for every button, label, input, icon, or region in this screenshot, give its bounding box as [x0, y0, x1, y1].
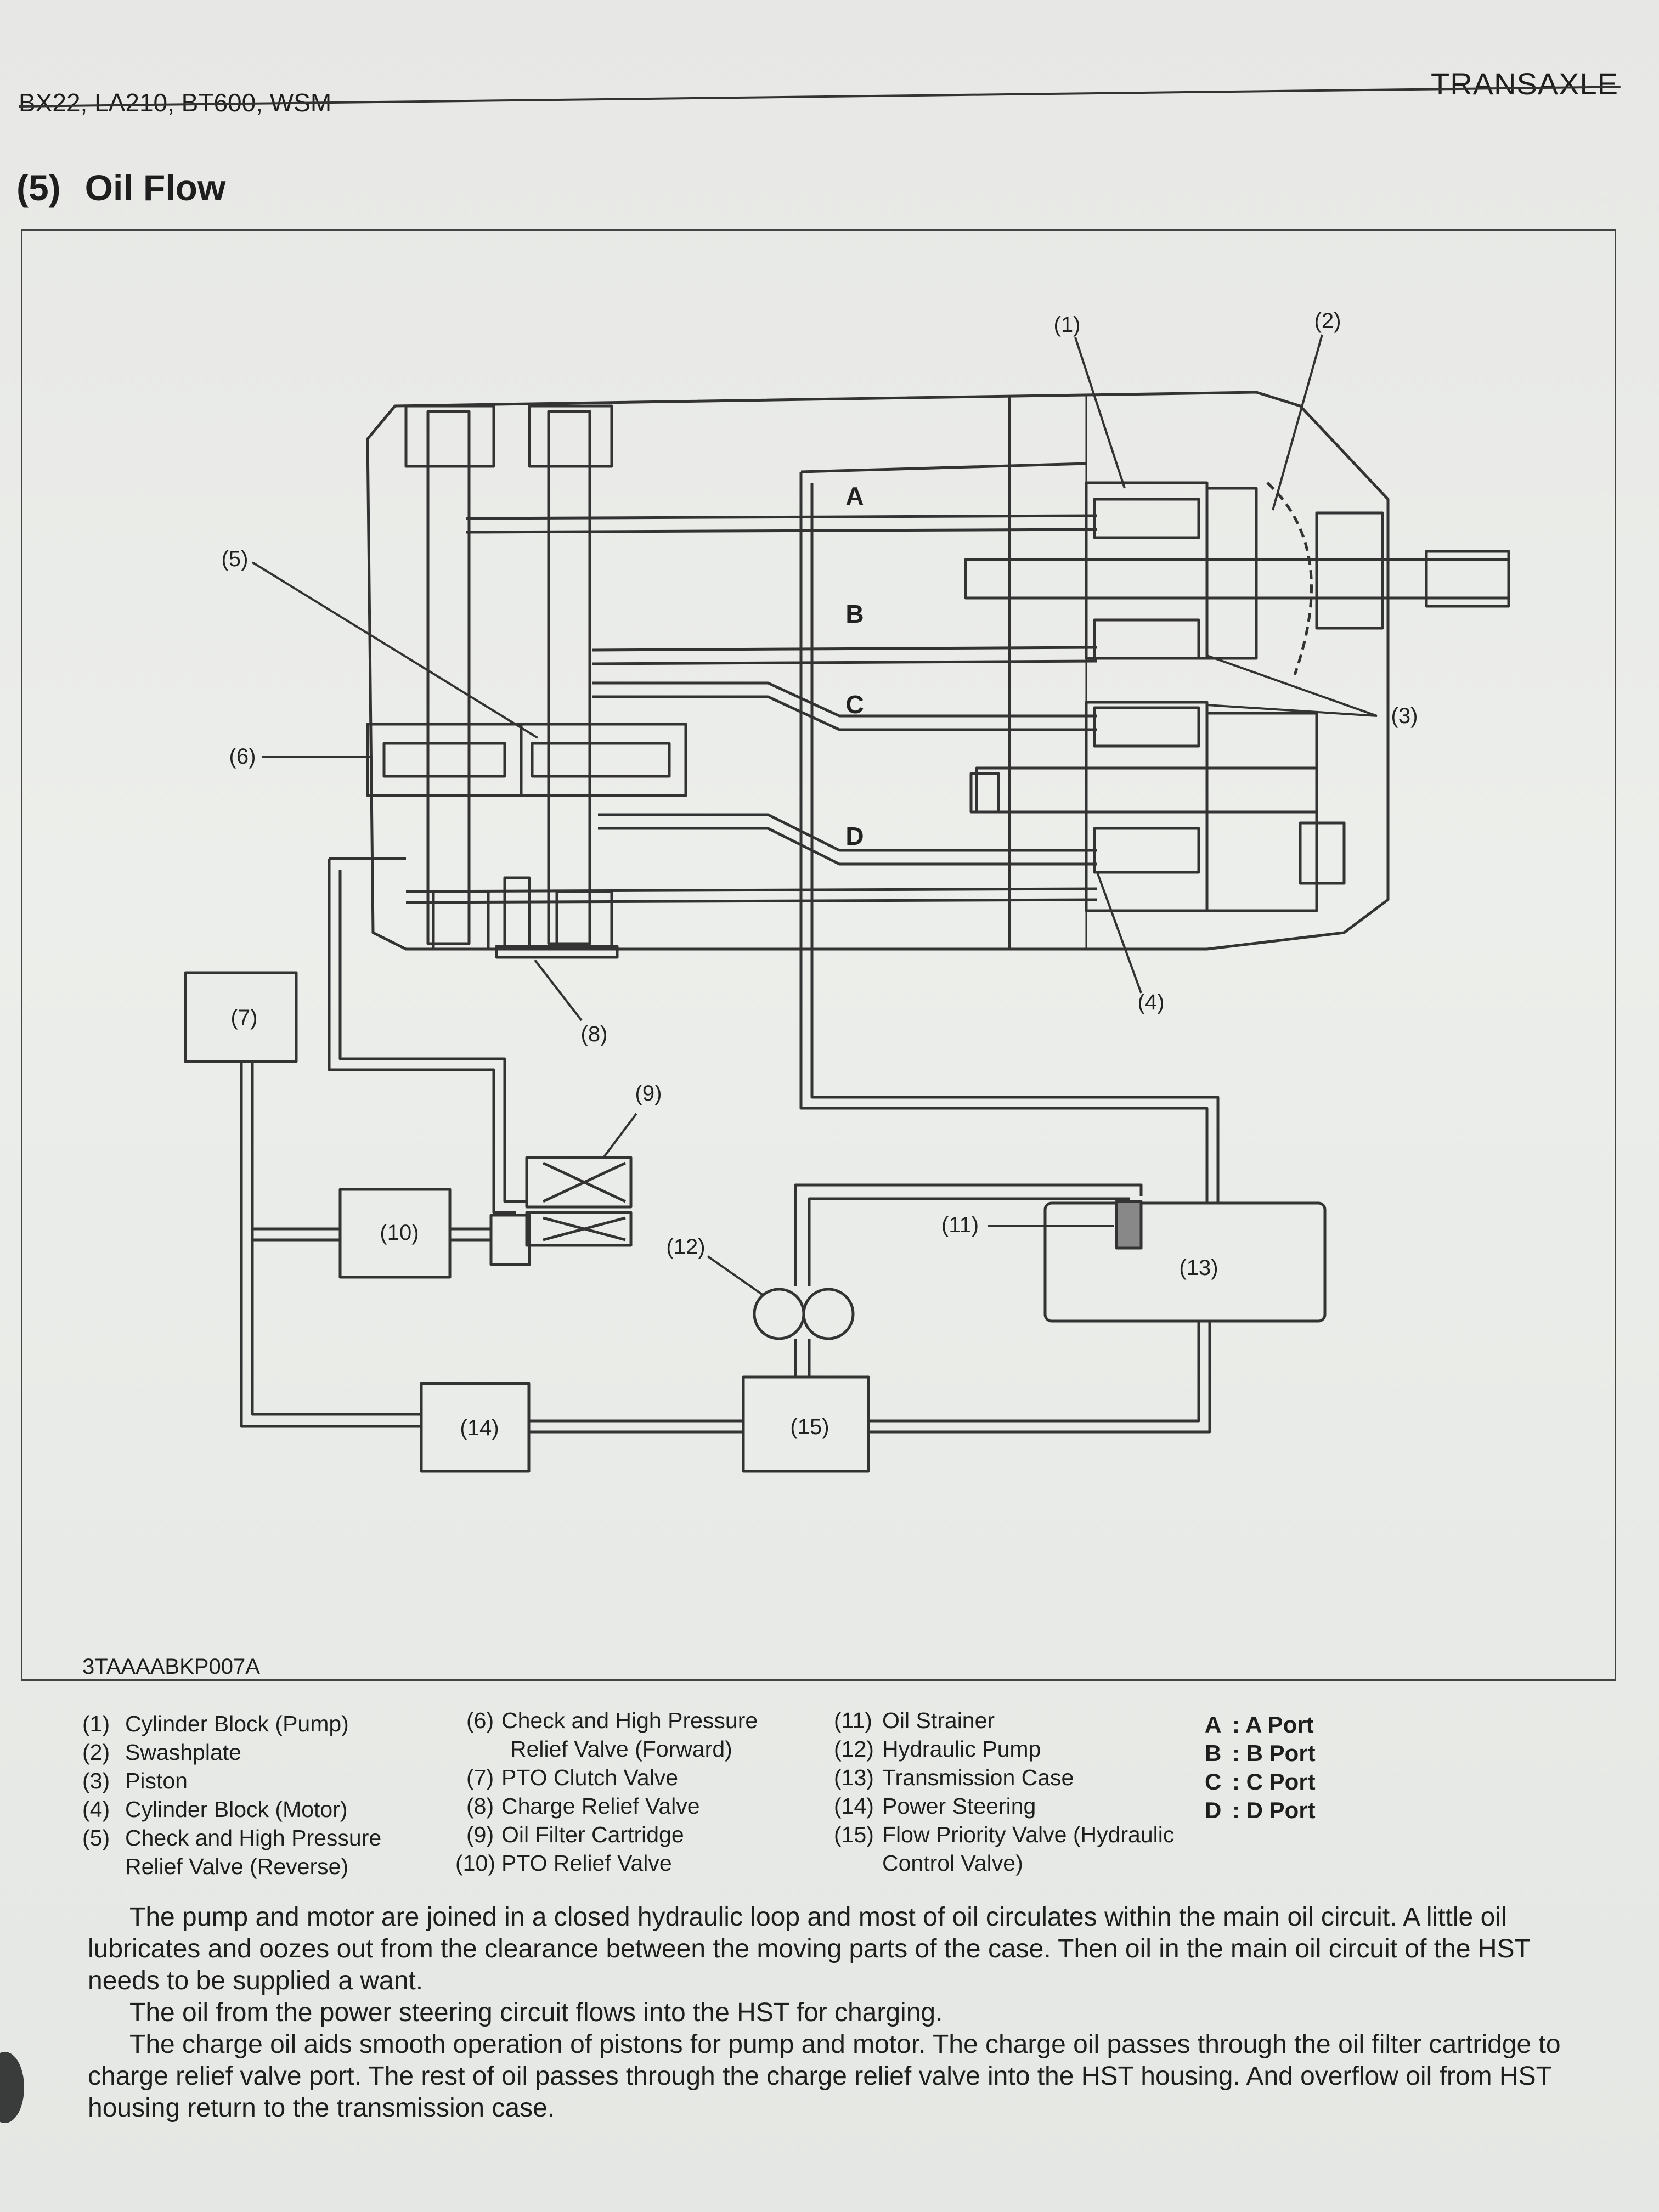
body-paragraph-3: The charge oil aids smooth operation of …	[88, 2030, 1561, 2123]
port-c-label: C	[845, 690, 864, 719]
hydraulic-pump-gear-left	[753, 1288, 805, 1340]
section-title: (5) Oil Flow	[16, 167, 225, 208]
box-flow-priority-valve	[742, 1375, 870, 1473]
bore-left	[426, 410, 471, 945]
legend-item: (11)Oil Strainer	[834, 1708, 995, 1733]
callout-8: (8)	[581, 1022, 608, 1046]
callout-14: (14)	[460, 1416, 499, 1440]
callout-2: (2)	[1314, 309, 1341, 333]
oil-strainer	[1115, 1200, 1143, 1250]
cylinder-block-pump	[1085, 481, 1209, 660]
port-legend: A: A Port B: B Port C: C Port D: D Port	[1205, 1711, 1316, 1825]
header-models: BX22, LA210, BT600, WSM	[19, 88, 332, 117]
charge-relief-valve-body	[503, 876, 531, 951]
figure-frame	[21, 229, 1616, 1681]
legend-item: (10)PTO Relief Valve	[455, 1850, 672, 1876]
port-legend-item: D: D Port	[1205, 1797, 1316, 1823]
callout-1: (1)	[1054, 313, 1081, 337]
legend-item: (14)Power Steering	[834, 1793, 1036, 1819]
callout-13: (13)	[1179, 1256, 1218, 1280]
callout-5: (5)	[222, 547, 249, 571]
legend-item: (8)Charge Relief Valve	[466, 1793, 700, 1819]
callout-11: (11)	[941, 1213, 979, 1237]
section-number: (5)	[16, 167, 61, 208]
legend-item: (7)PTO Clutch Valve	[466, 1765, 679, 1790]
legend-item: (15)Flow Priority Valve (Hydraulic	[834, 1822, 1175, 1847]
callout-15: (15)	[790, 1415, 829, 1439]
hydraulic-pump-gear-right	[802, 1288, 855, 1340]
port-d-label: D	[845, 822, 864, 850]
oil-filter-cartridge	[525, 1156, 633, 1209]
legend-column-1: (1)Cylinder Block (Pump) (2)Swashplate (…	[82, 1709, 381, 1881]
box-pto-clutch-valve	[184, 971, 298, 1063]
callout-10: (10)	[380, 1221, 419, 1245]
legend-item: (4)Cylinder Block (Motor)	[82, 1797, 348, 1822]
legend-item-continued: Relief Valve (Forward)	[510, 1736, 732, 1762]
hst-housing	[366, 391, 1390, 951]
header-section: TRANSAXLE	[1431, 66, 1618, 101]
callout-4: (4)	[1138, 990, 1165, 1014]
check-valve-reverse	[520, 723, 687, 797]
legend-item: (2)Swashplate	[82, 1740, 241, 1765]
legend-column-2: (6)Check and High Pressure Relief Valve …	[455, 1706, 758, 1877]
swashplate	[1266, 482, 1313, 675]
box-pto-relief-valve	[338, 1188, 452, 1279]
callout-7: (7)	[231, 1006, 258, 1030]
check-valve-forward	[366, 723, 523, 797]
port-b-label: B	[845, 600, 864, 628]
legend-item-continued: Relief Valve (Reverse)	[125, 1854, 349, 1879]
figure-code: 3TAAAABKP007A	[82, 1655, 260, 1679]
port-legend-item: C: C Port	[1205, 1769, 1316, 1795]
callout-12: (12)	[666, 1235, 705, 1259]
motor-shaft	[975, 766, 1318, 814]
section-text: Oil Flow	[84, 167, 226, 208]
callout-9: (9)	[635, 1081, 662, 1105]
cylinder-block-motor	[1085, 701, 1209, 912]
body-paragraph-2: The oil from the power steering circuit …	[129, 1998, 943, 2027]
legend-item-continued: Control Valve)	[882, 1850, 1023, 1876]
legend-item: (5)Check and High Pressure	[82, 1825, 382, 1850]
port-legend-item: A: A Port	[1205, 1712, 1314, 1737]
port-legend-item: B: B Port	[1205, 1740, 1316, 1766]
legend-item: (9)Oil Filter Cartridge	[466, 1822, 684, 1847]
legend-column-3: (11)Oil Strainer (12)Hydraulic Pump (13)…	[834, 1706, 1174, 1877]
callout-3: (3)	[1391, 704, 1418, 728]
legend-item: (6)Check and High Pressure	[466, 1708, 758, 1733]
body-paragraph-1: The pump and motor are joined in a close…	[88, 1903, 1530, 1995]
callout-6: (6)	[229, 744, 256, 769]
legend-item: (1)Cylinder Block (Pump)	[82, 1711, 349, 1736]
body-text: The pump and motor are joined in a close…	[88, 1901, 1580, 2124]
bore-right	[547, 410, 591, 945]
legend-item: (13)Transmission Case	[834, 1765, 1074, 1790]
legend-item: (12)Hydraulic Pump	[834, 1736, 1041, 1762]
legend-item: (3)Piston	[82, 1768, 188, 1793]
port-a-label: A	[845, 482, 864, 510]
